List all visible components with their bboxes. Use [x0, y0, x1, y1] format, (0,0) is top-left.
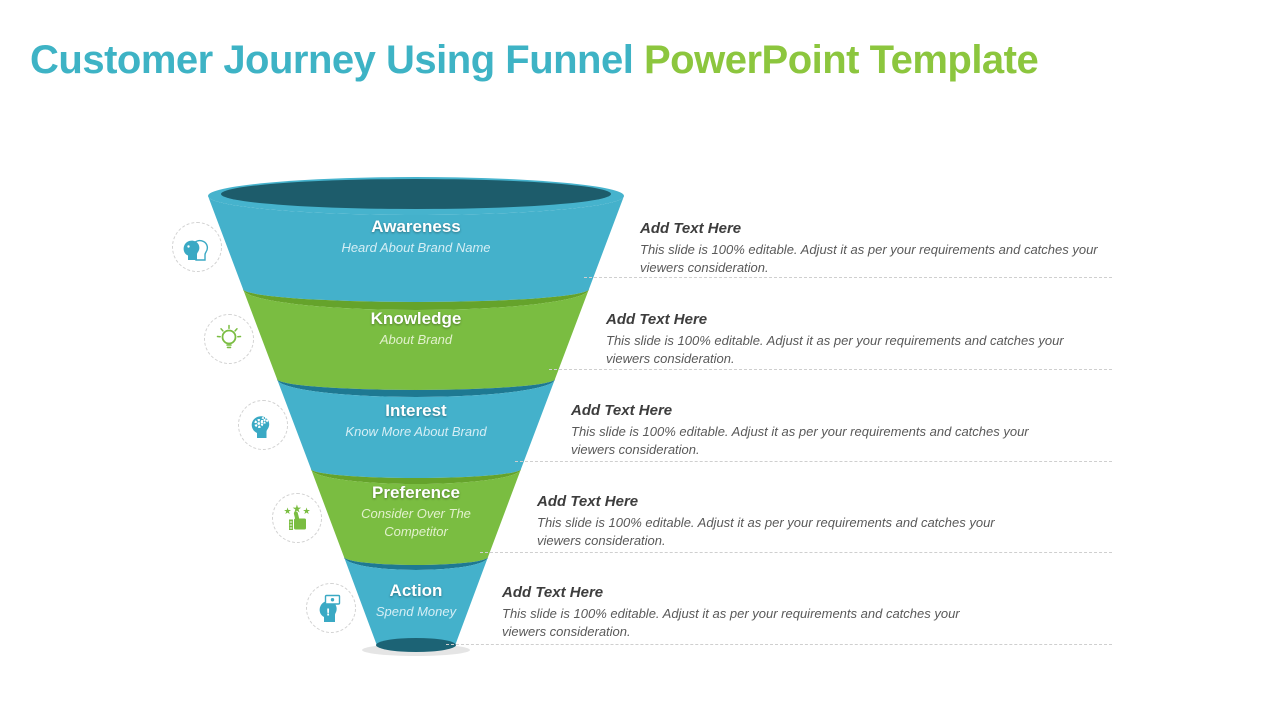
funnel-band-preference	[311, 469, 521, 565]
annotation-body: This slide is 100% editable. Adjust it a…	[606, 333, 1064, 366]
row-separator	[584, 277, 1112, 278]
stage-subtitle: Consider Over The Competitor	[361, 506, 471, 539]
stage-label-awareness: Awareness Heard About Brand Name	[266, 216, 566, 257]
awareness-icon-circle	[172, 222, 222, 272]
annotation-row-interest: Add Text Here This slide is 100% editabl…	[571, 401, 1043, 459]
funnel-band-action	[344, 557, 488, 649]
funnel-rim-3	[311, 469, 521, 484]
svg-text:★: ★	[284, 507, 292, 517]
annotation-body: This slide is 100% editable. Adjust it a…	[537, 515, 995, 548]
row-separator	[480, 552, 1112, 553]
stage-label-action: Action Spend Money	[316, 580, 516, 621]
row-separator	[549, 369, 1112, 370]
annotation-heading: Add Text Here	[537, 493, 639, 510]
slide-title: Customer Journey Using Funnel PowerPoint…	[30, 38, 1039, 83]
slide-title-part1: Customer Journey Using Funnel	[30, 38, 634, 82]
head-money-icon: !	[319, 594, 341, 622]
funnel-band-knowledge	[243, 289, 589, 390]
funnel-rim-1	[243, 289, 589, 310]
stage-label-knowledge: Knowledge About Brand	[266, 308, 566, 349]
funnel-band-awareness	[208, 196, 624, 302]
slide-title-part2: PowerPoint Template	[633, 38, 1039, 82]
funnel-rim-2	[277, 379, 555, 397]
annotation-heading: Add Text Here	[502, 584, 604, 601]
stage-subtitle: Heard About Brand Name	[341, 240, 491, 255]
row-separator	[446, 644, 1112, 645]
annotation-row-awareness: Add Text Here This slide is 100% editabl…	[640, 219, 1112, 277]
knowledge-icon-circle	[204, 314, 254, 364]
stage-subtitle: About Brand	[379, 332, 453, 347]
svg-text:★: ★	[303, 507, 311, 517]
annotation-heading: Add Text Here	[571, 402, 673, 419]
thumbs-up-stars-icon: ★ ★ ★	[284, 503, 311, 530]
head-gears-icon	[251, 416, 270, 438]
stage-label-preference: Preference Consider Over The Competitor	[351, 482, 481, 541]
stage-subtitle: Know More About Brand	[345, 424, 487, 439]
annotation-row-knowledge: Add Text Here This slide is 100% editabl…	[606, 310, 1078, 368]
stage-name: Preference	[372, 483, 460, 502]
two-heads-icon	[183, 239, 209, 261]
stage-name: Action	[389, 581, 443, 600]
funnel-top-opening	[221, 179, 611, 209]
stage-name: Interest	[385, 401, 447, 420]
funnel-band-interest	[277, 379, 555, 478]
annotation-heading: Add Text Here	[640, 220, 742, 237]
annotation-heading: Add Text Here	[606, 311, 708, 328]
annotation-body: This slide is 100% editable. Adjust it a…	[640, 242, 1098, 275]
svg-text:!: !	[326, 608, 331, 619]
annotation-body: This slide is 100% editable. Adjust it a…	[571, 424, 1029, 457]
lightbulb-icon	[216, 324, 242, 349]
preference-icon-circle: ★ ★ ★	[272, 493, 322, 543]
stage-label-interest: Interest Know More About Brand	[266, 400, 566, 441]
stage-name: Knowledge	[370, 309, 462, 328]
stage-name: Awareness	[371, 217, 461, 236]
funnel-rim-4	[344, 557, 488, 570]
annotation-body: This slide is 100% editable. Adjust it a…	[502, 606, 960, 639]
annotation-row-action: Add Text Here This slide is 100% editabl…	[502, 583, 974, 641]
row-separator	[515, 461, 1112, 462]
funnel-bottom-lip	[376, 638, 456, 652]
interest-icon-circle	[238, 400, 288, 450]
svg-text:★: ★	[292, 503, 302, 516]
stage-subtitle: Spend Money	[375, 604, 457, 619]
annotation-row-preference: Add Text Here This slide is 100% editabl…	[537, 492, 1009, 550]
action-icon-circle: !	[306, 583, 356, 633]
